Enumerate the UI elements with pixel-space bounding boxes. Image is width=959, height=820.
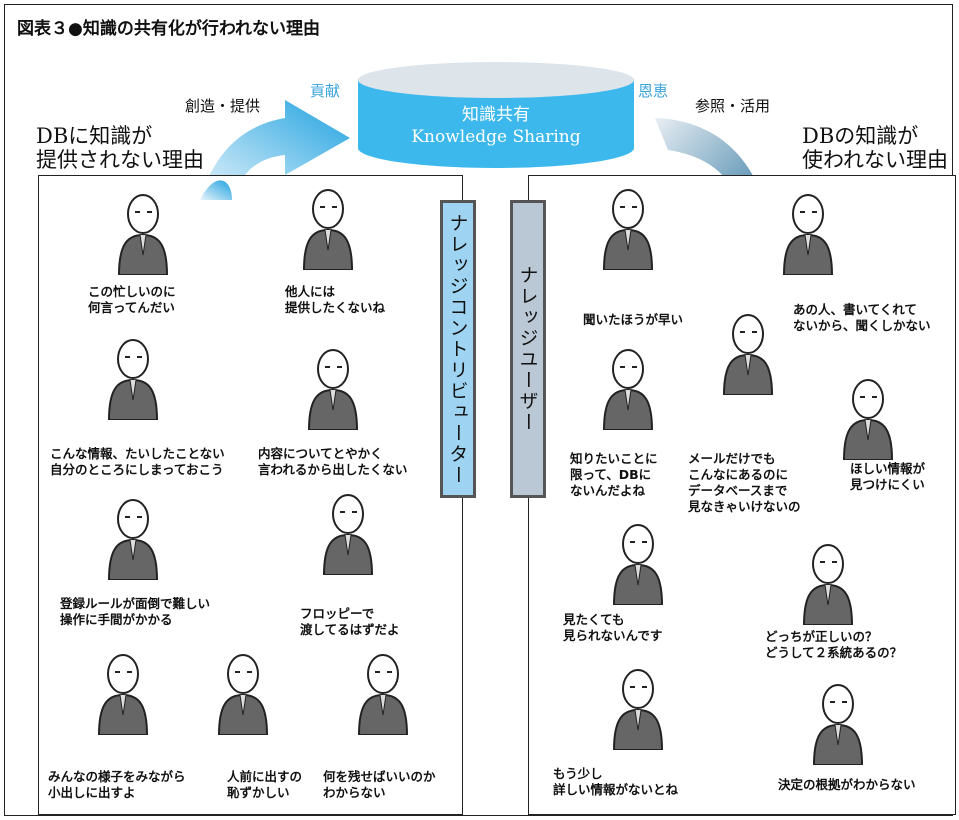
caption: 登録ルールが面倒で難しい 操作に手間がかかる [60,596,211,627]
caption: フロッピーで 渡してるはずだよ [300,606,400,637]
cartoon-person-icon [290,185,370,274]
cylinder-label: 知識共有 Knowledge Sharing [380,104,612,148]
cartoon-person-icon [205,650,285,739]
caption: こんな情報、たいしたことない 自分のところにしまっておこう [50,446,225,477]
cartoon-person-icon [600,520,680,609]
create-provide-label: 創造・提供 [185,97,261,115]
right-heading-line1: DBの知識が [802,124,919,148]
cartoon-person-icon [800,680,880,769]
caption: 他人には 提供したくないね [285,284,386,315]
cartoon-person-icon [790,540,870,629]
caption: 決定の根拠がわからない [778,777,916,792]
cartoon-person-icon [105,190,185,279]
right-heading-line2: 使われない理由 [802,148,948,172]
cartoon-person-icon [770,190,850,279]
caption: みんなの様子をみながら 小出しに出すよ [48,769,186,800]
reference-use-label: 参照・活用 [695,97,771,115]
caption: 見たくても 見られないんです [563,612,663,643]
figure-title: 図表３●知識の共有化が行われない理由 [17,19,320,39]
user-label: ナレッジユーザー [510,200,546,498]
left-heading-line2: 提供されない理由 [36,148,204,172]
cartoon-person-icon [345,650,425,739]
caption: もう少し 詳しい情報がないとね [553,766,679,797]
caption: ほしい情報が 見つけにくい [850,461,926,492]
caption: あの人、書いてくれて ないから、聞くしかない [793,302,931,333]
cylinder-label-en: Knowledge Sharing [411,127,581,147]
caption: 何を残せばいいのか わからない [323,769,436,800]
cartoon-person-icon [590,185,670,274]
caption: どっちが正しいの？ どうして２系統あるの？ [765,629,903,660]
benefit-tag: 恩恵 [638,82,669,100]
caption: 知りたいことに 限って、DBに ないんだよね [570,451,658,498]
cartoon-person-icon [295,345,375,434]
contribution-tag: 貢献 [310,82,341,100]
cartoon-person-icon [830,375,910,464]
user-panel [528,175,956,815]
cartoon-person-icon [600,665,680,754]
cartoon-person-icon [710,310,790,399]
cartoon-person-icon [590,345,670,434]
caption: 人前に出すの 恥ずかしい [227,769,303,800]
left-heading-line1: DBに知識が [36,124,153,148]
right-heading: DBの知識が 使われない理由 [802,124,948,172]
cartoon-person-icon [95,495,175,584]
caption: 聞いたほうが早い [583,312,684,327]
cartoon-person-icon [310,490,390,579]
caption: この忙しいのに 何言ってんだい [88,284,176,315]
knowledge-db-cylinder [358,62,634,168]
cylinder-label-ja: 知識共有 [462,105,530,125]
contributor-label: ナレッジコントリビューター [440,200,476,498]
caption: 内容についてとやかく 言われるから出したくない [258,446,408,477]
caption: メールだけでも こんなにあるのに データベースまで 見なきゃいけないの [688,451,801,514]
cartoon-person-icon [95,335,175,424]
left-heading: DBに知識が 提供されない理由 [36,124,204,172]
cartoon-person-icon [85,650,165,739]
